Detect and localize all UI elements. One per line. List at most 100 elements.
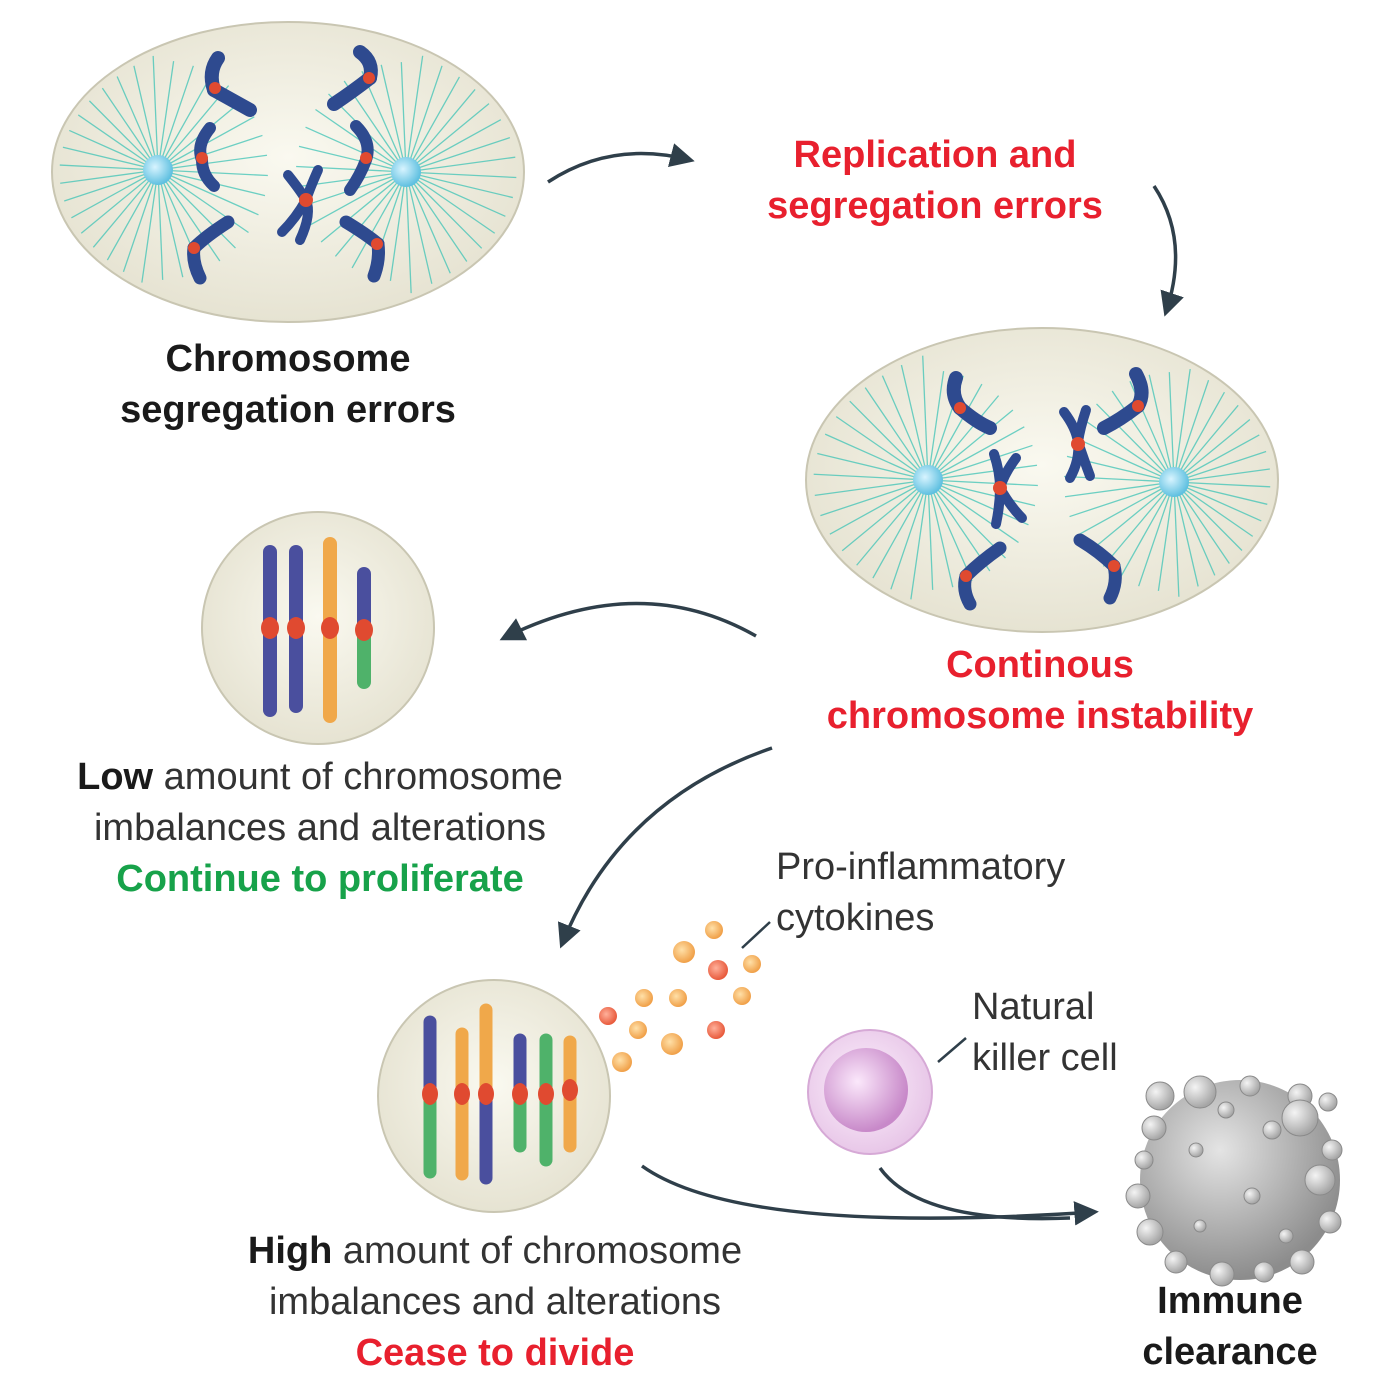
spindle-fiber xyxy=(817,452,929,481)
spindle-fiber xyxy=(927,479,1006,559)
spindle-fiber xyxy=(405,156,516,173)
spindle-fiber xyxy=(927,479,1036,507)
spindle-fiber xyxy=(927,479,954,588)
spindle-fiber xyxy=(157,169,268,177)
spindle-fiber xyxy=(900,364,929,481)
label-line: killer cell xyxy=(972,1037,1118,1079)
spindle-fiber xyxy=(1173,481,1230,564)
spindle-fiber xyxy=(1173,481,1243,551)
spindle-fiber xyxy=(1064,475,1175,483)
spindle-fiber xyxy=(62,146,159,171)
arrow-replication-to-cell2 xyxy=(1152,185,1184,317)
spindle-fiber xyxy=(405,137,511,173)
label-high-imbalance: High amount of chromosome imbalances and… xyxy=(200,1226,790,1379)
spindle-fiber xyxy=(927,395,1000,481)
label-line: Low amount of chromosome xyxy=(30,752,610,803)
label-line: Pro-inflammatory xyxy=(776,846,1066,888)
spindle-fiber xyxy=(1088,481,1175,553)
spindle-fiber xyxy=(60,169,159,184)
spindle-fiber xyxy=(69,129,159,171)
label-line: imbalances and alterations xyxy=(93,807,547,849)
label-immune-clearance: Immune clearance xyxy=(1110,1276,1350,1378)
label-low-bold: Low xyxy=(77,756,154,798)
spindle-fiber xyxy=(1173,481,1199,587)
spindle-fiber xyxy=(1073,436,1175,483)
immune-clearance-cell-icon xyxy=(1125,1075,1343,1287)
label-line: High amount of chromosome xyxy=(200,1226,790,1277)
spindle-fiber xyxy=(405,171,468,262)
spindle-fiber xyxy=(405,89,476,173)
spindle-fiber xyxy=(298,145,407,173)
spindle-fiber xyxy=(1173,404,1239,483)
spindle-pole-icon xyxy=(143,155,173,185)
spindle-fiber xyxy=(405,76,460,173)
spindle-pole-icon xyxy=(1159,467,1189,497)
spindle-fiber xyxy=(305,126,407,173)
label-replication-errors: Replication and segregation errors xyxy=(700,130,1170,232)
spindle-fiber xyxy=(1173,481,1180,597)
spindle-fiber xyxy=(829,479,929,535)
spindle-fiber xyxy=(405,119,502,173)
label-high-rest: amount of chromosome xyxy=(332,1230,743,1272)
spindle-fiber xyxy=(927,426,1025,481)
spindle-fiber xyxy=(1168,372,1175,483)
spindle-fiber xyxy=(824,433,929,481)
spindle-fiber xyxy=(927,479,1029,526)
spindle-fiber xyxy=(835,416,929,481)
spindle-fiber xyxy=(927,383,983,481)
spindle-fiber xyxy=(405,65,443,173)
spindle-fiber xyxy=(1077,481,1175,536)
mitotic-cell-1 xyxy=(51,21,525,323)
spindle-fiber xyxy=(157,154,268,171)
spindle-fiber xyxy=(64,169,159,202)
pointer-cytokines xyxy=(741,921,771,949)
label-line: Chromosome xyxy=(165,338,411,380)
spindle-fiber xyxy=(1173,481,1271,488)
label-continue-to-proliferate: Continue to proliferate xyxy=(116,858,524,900)
spindle-fiber xyxy=(157,61,175,171)
spindle-pole-icon xyxy=(913,465,943,495)
spindle-fiber xyxy=(101,87,159,171)
spindle-fiber xyxy=(922,355,929,481)
spindle-fiber xyxy=(1173,468,1270,483)
spindle-fiber xyxy=(1119,481,1175,579)
spindle-fiber xyxy=(157,169,221,262)
label-low-rest: amount of chromosome xyxy=(153,756,563,798)
spindle-fiber xyxy=(1173,391,1226,483)
spindle-fiber xyxy=(927,444,1033,481)
spindle-fiber xyxy=(1148,374,1175,483)
spindle-fiber xyxy=(157,169,164,280)
chromosomes xyxy=(946,367,1149,611)
label-line: segregation errors xyxy=(120,389,456,431)
label-line: Natural xyxy=(972,986,1095,1028)
spindle-fiber xyxy=(1173,450,1267,483)
spindle-fiber xyxy=(927,479,973,582)
spindle-fiber xyxy=(864,387,929,481)
pointer-nk xyxy=(937,1037,967,1063)
spindle-fiber xyxy=(405,171,517,179)
cytokine-dots xyxy=(599,921,761,1072)
spindle-fiber xyxy=(1111,390,1175,483)
spindle-fiber xyxy=(856,479,929,566)
spindle-fiber xyxy=(872,479,929,579)
spindle-fiber xyxy=(152,55,159,171)
spindle-fiber xyxy=(405,171,514,199)
label-chromosome-segregation-errors: Chromosome segregation errors xyxy=(60,334,516,436)
spindle-fiber xyxy=(405,171,496,234)
spindle-fiber xyxy=(405,171,412,294)
label-line: clearance xyxy=(1142,1331,1318,1373)
spindle-fiber xyxy=(927,479,1019,544)
spindle-fiber xyxy=(157,85,230,171)
spindle-fiber xyxy=(405,171,506,217)
spindle-fiber xyxy=(309,171,407,226)
label-line: segregation errors xyxy=(767,185,1103,227)
high-imbalance-cell xyxy=(377,979,611,1213)
spindle-fiber xyxy=(320,171,407,243)
spindle-fiber xyxy=(157,169,184,278)
spindle-fiber xyxy=(80,169,159,234)
spindle-fiber xyxy=(927,479,934,590)
spindle-fiber xyxy=(116,76,159,171)
spindle-fiber xyxy=(1173,481,1262,522)
spindle-fiber xyxy=(1069,481,1175,518)
spindle-fiber xyxy=(927,479,1038,487)
